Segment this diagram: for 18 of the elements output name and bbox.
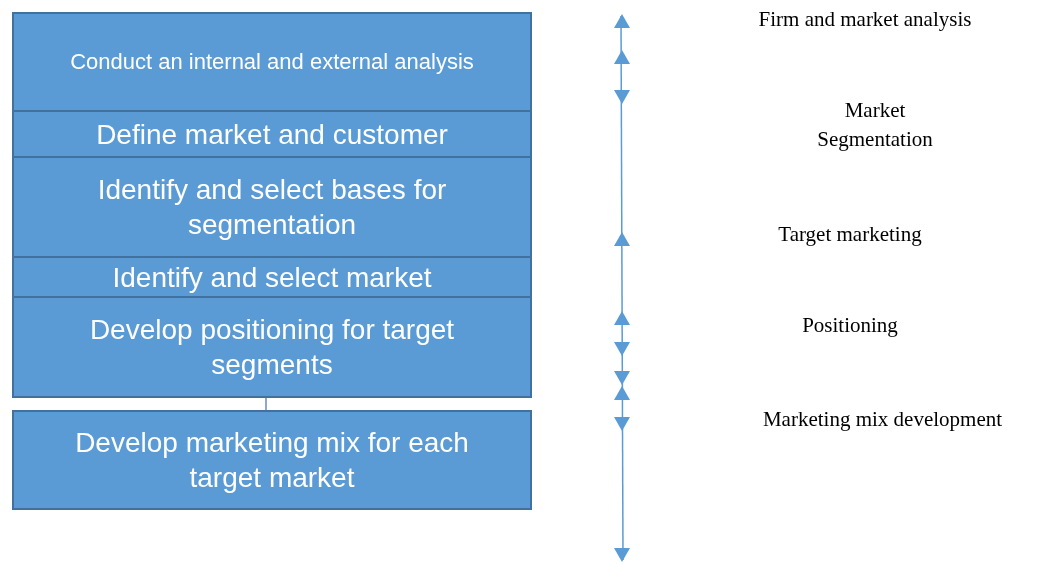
step-text: Identify and select market	[111, 261, 433, 295]
step-text: Conduct an internal and external analysis	[69, 48, 475, 76]
process-box	[12, 256, 532, 299]
stage-label: Market Segmentation	[816, 97, 934, 154]
step-text: Develop positioning for target segments	[88, 313, 456, 382]
stage-label: Marketing mix development	[761, 406, 1004, 433]
stage-label: Target marketing	[777, 221, 923, 248]
process-box	[12, 156, 532, 258]
process-box	[12, 296, 532, 398]
stage-label: Positioning	[801, 312, 899, 339]
step-text: Define market and customer	[95, 117, 449, 152]
step-text: Identify and select bases for segmentation	[96, 173, 448, 242]
process-box	[12, 410, 532, 510]
process-box	[12, 110, 532, 158]
connector-line	[265, 397, 267, 411]
stage-label: Firm and market analysis	[757, 6, 973, 33]
step-text: Develop marketing mix for each target market	[74, 426, 470, 495]
process-box	[12, 12, 532, 112]
